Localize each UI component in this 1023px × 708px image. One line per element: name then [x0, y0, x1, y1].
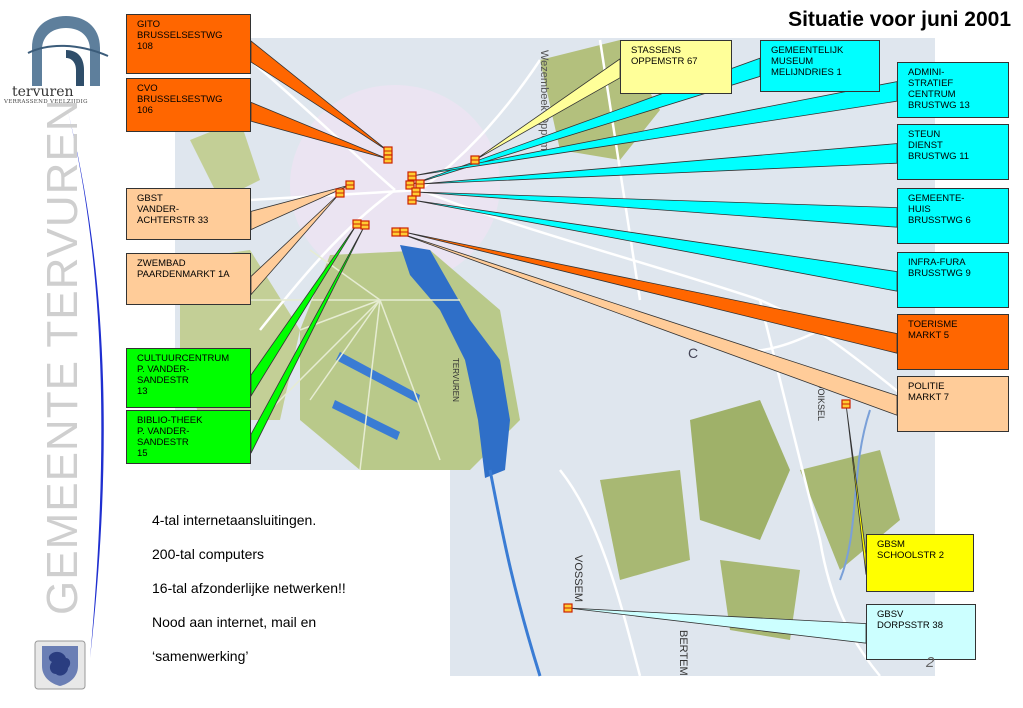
stream: [488, 469, 542, 677]
map-label-tervuren: TERVUREN: [451, 358, 460, 402]
building-marker-icon[interactable]: [470, 155, 480, 165]
building-marker-icon[interactable]: [841, 399, 851, 409]
location-box-gemeentehuis: GEMEENTE- HUIS BRUSSTWG 6: [897, 188, 1009, 244]
info-list: 4-tal internetaansluitingen. 200-tal com…: [152, 512, 346, 682]
park-area: [600, 470, 690, 580]
location-box-gbsm: GBSM SCHOOLSTR 2: [866, 534, 974, 592]
page-number: 2: [926, 654, 935, 671]
callout-pointer-bibliotheek: [250, 224, 366, 454]
location-box-toerisme: TOERISME MARKT 5: [897, 314, 1009, 370]
info-line: Nood aan internet, mail en: [152, 614, 317, 630]
pond: [336, 352, 420, 403]
location-box-politie: POLITIE MARKT 7: [897, 376, 1009, 432]
location-box-cvo: CVO BRUSSELSESTWG 106: [126, 78, 251, 132]
building-marker-icon[interactable]: [411, 187, 421, 197]
building-marker-icon[interactable]: [407, 171, 417, 181]
park-avenues: [220, 249, 460, 471]
building-marker-icon[interactable]: [407, 195, 417, 205]
location-box-cultuurcentrum: CULTUURCENTRUM P. VANDER- SANDESTR 13: [126, 348, 251, 408]
callout-pointer-gito: [250, 40, 389, 152]
location-box-bibliotheek: BIBLIO-THEEK P. VANDER- SANDESTR 15: [126, 410, 251, 464]
building-marker-icon[interactable]: [335, 188, 345, 198]
callout-pointer-cvo: [250, 101, 389, 160]
location-box-zwembad: ZWEMBAD PAARDENMARKT 1A: [126, 253, 251, 305]
map-label-wezembeek: Wezembeek-Oppem: [538, 50, 550, 151]
callout-pointer-gbst: [250, 184, 351, 231]
building-marker-icon[interactable]: [383, 154, 393, 164]
info-line: 16-tal afzonderlijke netwerken!!: [152, 580, 346, 596]
map-label-hooiksel: HOOIKSEL: [816, 375, 826, 421]
logo-name: tervuren: [12, 84, 74, 100]
info-line: 200-tal computers: [152, 546, 265, 562]
location-box-admin: ADMINI- STRATIEF CENTRUM BRUSTWG 13: [897, 62, 1009, 118]
building-marker-icon[interactable]: [405, 180, 415, 190]
location-box-gbst: GBST VANDER- ACHTERSTR 33: [126, 188, 251, 240]
building-marker-icon[interactable]: [352, 219, 362, 229]
location-box-museum: GEMEENTELIJK MUSEUM MELIJNDRIES 1: [760, 40, 880, 92]
park-area: [190, 120, 260, 200]
map-label-bertem: BERTEM: [677, 630, 689, 676]
location-box-infrafura: INFRA-FURA BRUSSTWG 9: [897, 252, 1009, 308]
vertical-municipality-name: GEMEENTE TERVUREN: [38, 98, 87, 615]
info-line: ‘samenwerking’: [152, 648, 249, 664]
building-marker-icon[interactable]: [391, 227, 401, 237]
location-box-gito: GITO BRUSSELSESTWG 108: [126, 14, 251, 74]
callout-pointer-zwembad: [250, 192, 341, 296]
building-marker-icon[interactable]: [383, 146, 393, 156]
tervuren-logo: [27, 16, 109, 86]
building-marker-icon[interactable]: [360, 220, 370, 230]
map-label-c: C: [688, 345, 698, 361]
park-area: [690, 400, 790, 540]
building-marker-icon[interactable]: [415, 179, 425, 189]
pond: [400, 245, 510, 478]
location-box-gbsv: GBSV DORPSSTR 38: [866, 604, 976, 660]
location-box-steun: STEUN DIENST BRUSTWG 11: [897, 124, 1009, 180]
slide-title: Situatie voor juni 2001: [788, 8, 1011, 31]
info-line: 4-tal internetaansluitingen.: [152, 512, 317, 528]
logo-tower-icon: [32, 16, 100, 86]
stream: [839, 409, 871, 581]
coat-of-arms-icon: [34, 640, 86, 690]
building-marker-icon[interactable]: [399, 227, 409, 237]
building-marker-icon[interactable]: [563, 603, 573, 613]
callout-pointer-cultuurcentrum: [250, 223, 358, 398]
location-box-stassens: STASSENS OPPEMSTR 67: [620, 40, 732, 94]
logo-swoosh-icon: [27, 44, 109, 57]
logo-tagline: VERRASSEND VEELZIJDIG: [4, 99, 88, 105]
logo-arch-icon: [66, 50, 84, 86]
map-label-vossem: VOSSEM: [572, 555, 584, 602]
building-marker-icon[interactable]: [345, 180, 355, 190]
